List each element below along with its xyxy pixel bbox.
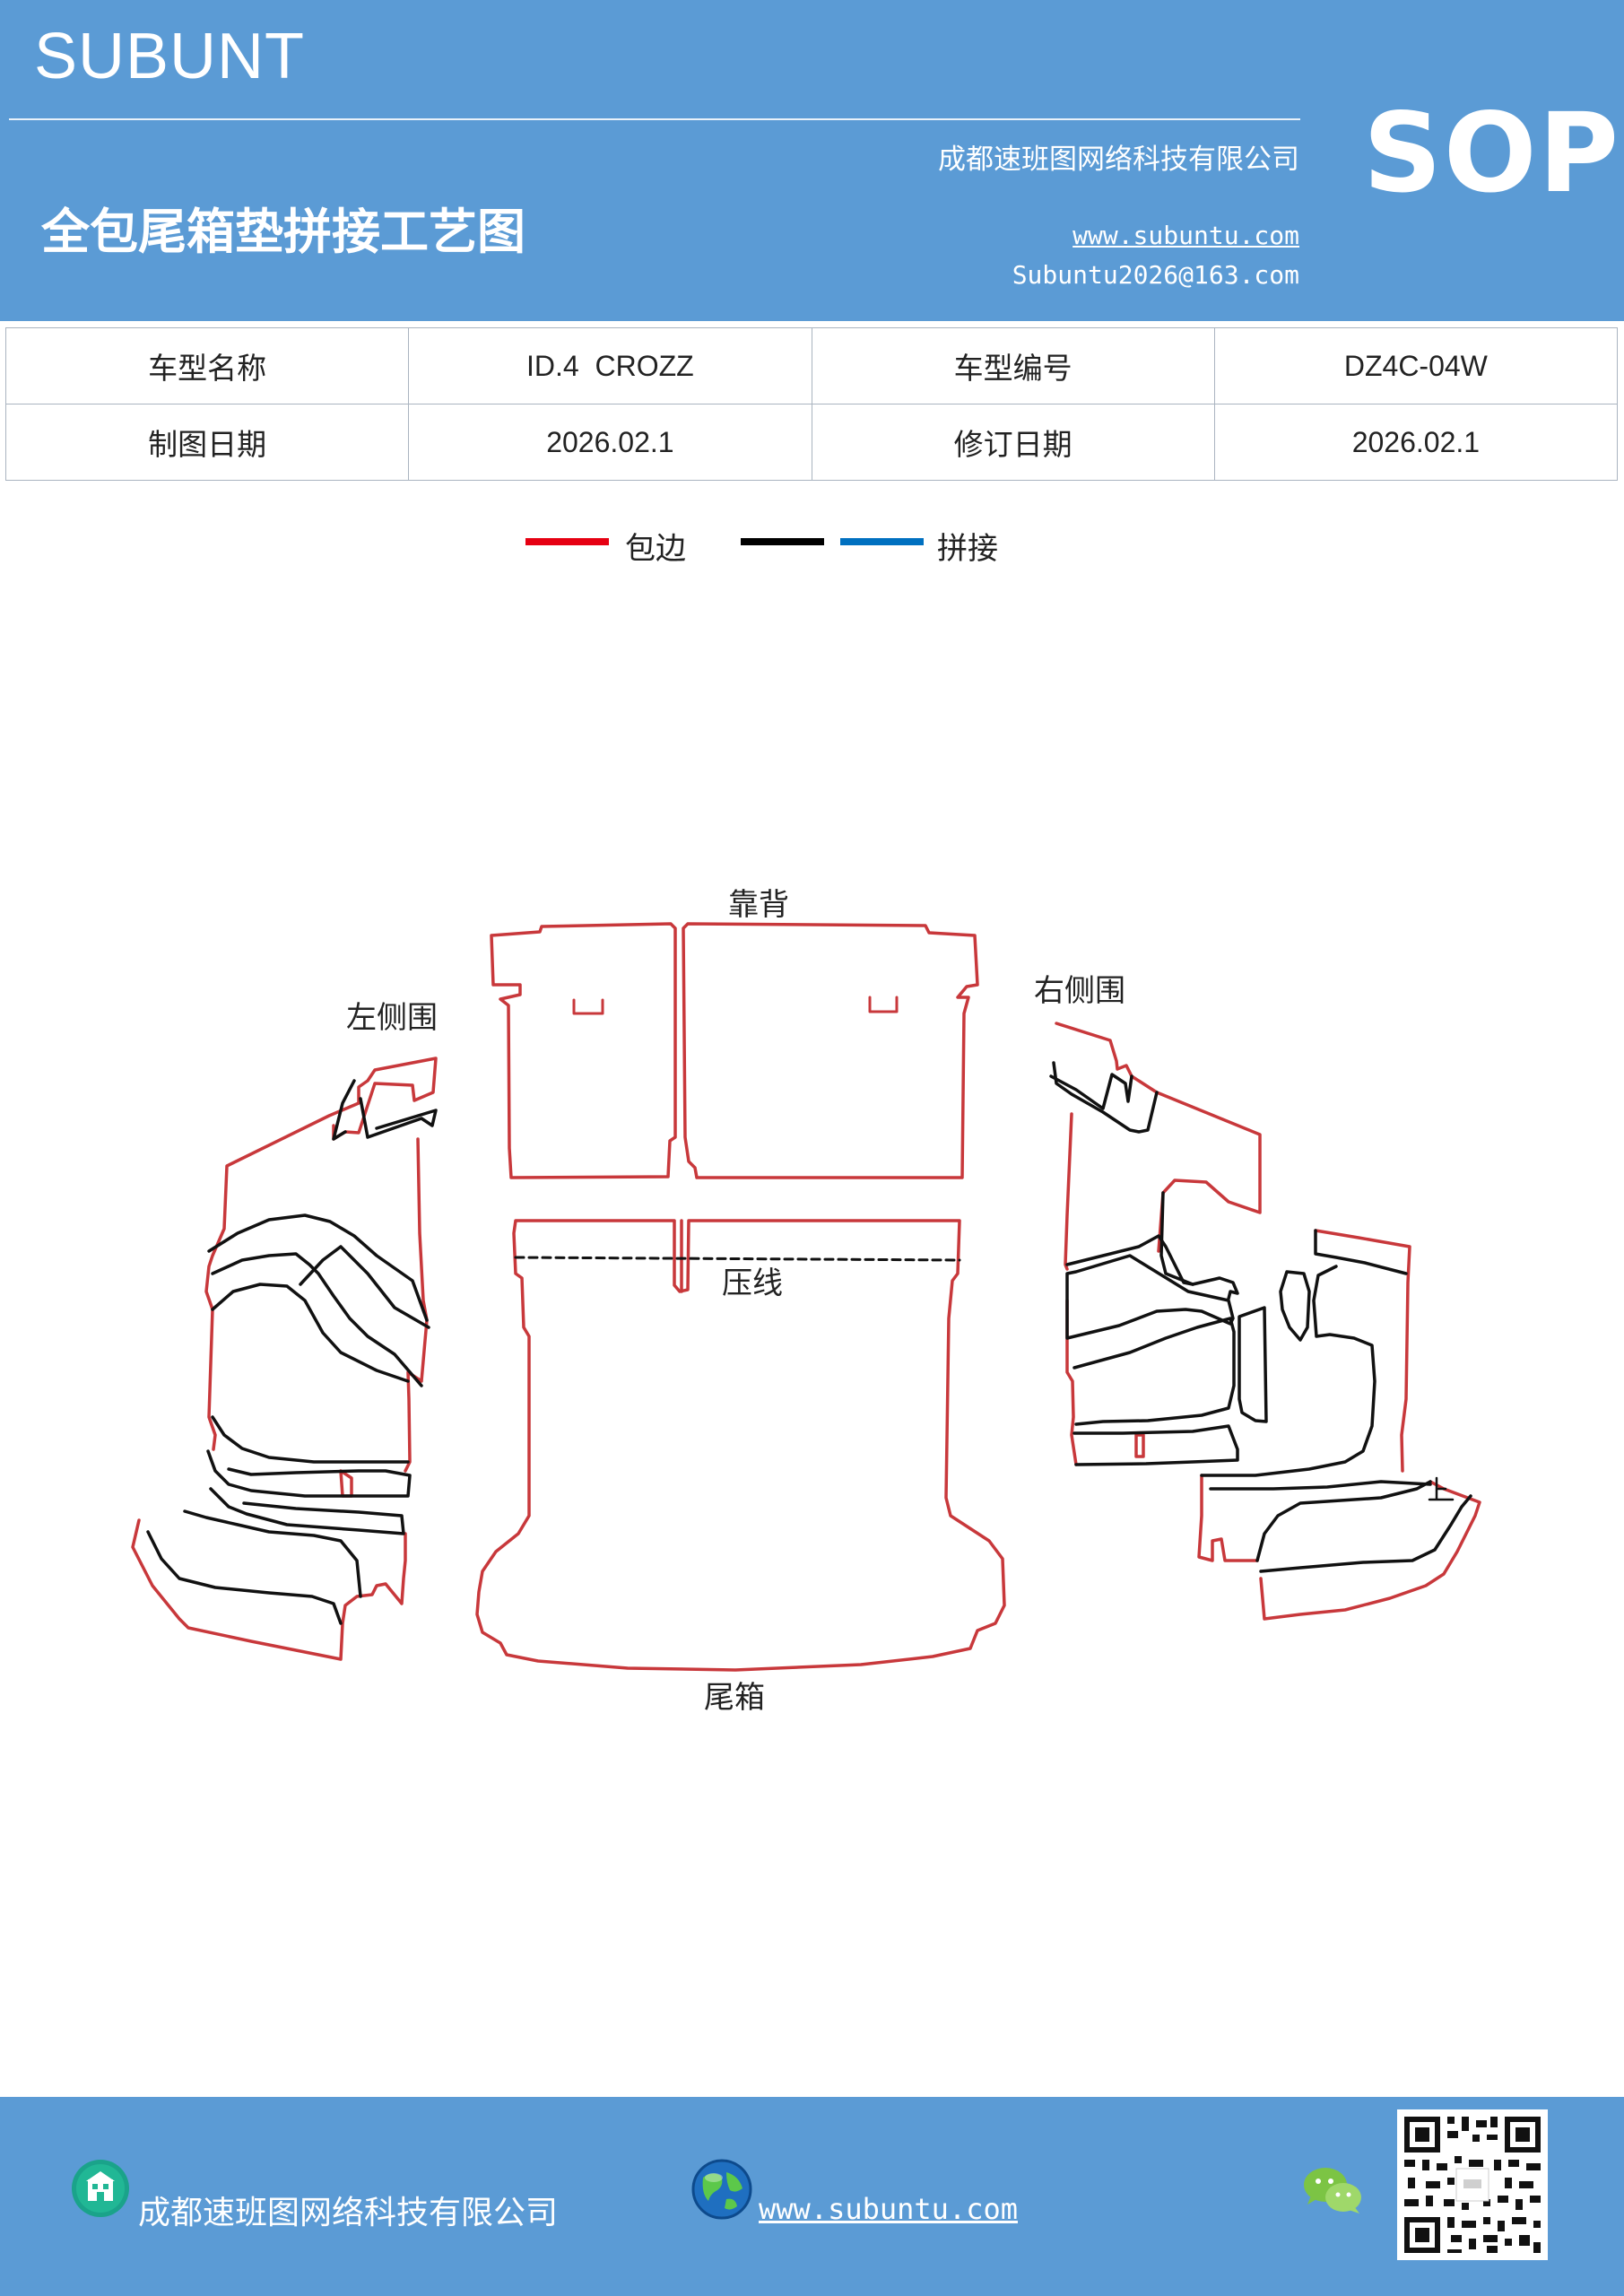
model-name-value: ID.4 CROZZ <box>408 327 812 404</box>
right-seam <box>1238 1306 1268 1423</box>
model-code-value: DZ4C-04W <box>1213 327 1619 404</box>
right-side-outer-edge <box>1055 1022 1262 1253</box>
right-side-outer-edge <box>1064 1112 1073 1271</box>
company-name: 成都速班图网络科技有限公司 <box>938 144 1299 176</box>
left-seam <box>207 1213 429 1322</box>
crease-label: 压线 <box>722 1265 783 1301</box>
trunk-floor <box>475 1219 1006 1672</box>
left-seam <box>299 1245 430 1329</box>
right-seam <box>1073 1317 1236 1426</box>
left-seam <box>146 1530 343 1625</box>
wechat-icon[interactable] <box>1302 2163 1365 2217</box>
sop-badge: SOP <box>1363 90 1620 217</box>
left-seam <box>206 1449 412 1498</box>
legend-splice-label: 拼接 <box>937 531 998 567</box>
right-side-outer-edge <box>1065 1299 1078 1466</box>
vehicle-info-table: 车型名称 ID.4 CROZZ 车型编号 DZ4C-04W 制图日期 2026.… <box>4 327 1619 481</box>
website-link[interactable]: www.subuntu.com <box>1073 221 1299 250</box>
right-seam <box>1279 1270 1311 1342</box>
left-seam <box>332 1079 356 1141</box>
left-seam <box>211 1415 410 1464</box>
document-title: 全包尾箱垫拼接工艺图 <box>41 204 525 260</box>
left-seam <box>359 1097 438 1139</box>
brand-logo-text: SUBUNT <box>34 21 306 92</box>
up-arrow-mark <box>1428 1476 1455 1501</box>
trunk-label: 尾箱 <box>704 1680 765 1716</box>
right-seam <box>1259 1494 1472 1573</box>
right-side-label: 右侧围 <box>1034 973 1125 1009</box>
header-divider <box>9 118 1300 120</box>
right-seam <box>1073 1424 1239 1466</box>
left-side-label: 左侧围 <box>346 1000 438 1036</box>
right-seam <box>1314 1229 1408 1275</box>
building-icon <box>72 2160 129 2217</box>
draw-date-label: 制图日期 <box>4 404 410 481</box>
left-side-outer-edge <box>204 1057 438 1451</box>
right-seam <box>1065 1234 1194 1286</box>
right-seam <box>1209 1480 1432 1491</box>
backrest-label: 靠背 <box>728 887 789 923</box>
model-name-label: 车型名称 <box>4 327 410 404</box>
legend-edge-label: 包边 <box>625 531 686 567</box>
crease-line <box>514 1256 961 1262</box>
footer-website-link[interactable]: www.subuntu.com <box>759 2192 1018 2226</box>
right-seam <box>1052 1061 1159 1134</box>
left-seam <box>211 1283 410 1383</box>
right-seam <box>1049 1073 1133 1110</box>
left-side-outer-edge <box>404 1137 429 1473</box>
header-banner <box>0 0 1624 321</box>
backrest-left-panel <box>490 922 677 1179</box>
right-seam <box>1200 1265 1376 1477</box>
right-side-outer-edge <box>1259 1480 1481 1621</box>
legend-edge-swatch <box>525 538 609 545</box>
right-side-outer-edge <box>1197 1474 1259 1562</box>
left-seam <box>209 1487 405 1535</box>
globe-icon <box>691 2159 752 2220</box>
table-row: 制图日期 2026.02.1 修订日期 2026.02.1 <box>4 404 1619 481</box>
right-side-outer-edge <box>1134 1433 1145 1458</box>
right-seam <box>1159 1191 1239 1300</box>
revise-date-label: 修订日期 <box>811 404 1215 481</box>
footer-company-name: 成都速班图网络科技有限公司 <box>138 2195 559 2231</box>
right-side-outer-edge <box>1314 1229 1411 1473</box>
revise-date-value: 2026.02.1 <box>1213 404 1619 481</box>
left-side-lower-edge <box>339 1469 353 1498</box>
left-side-lower-edge <box>131 1518 407 1661</box>
qr-code-icon[interactable] <box>1397 2109 1548 2260</box>
backrest-left-tab <box>572 998 604 1015</box>
right-seam <box>1255 1480 1432 1562</box>
left-seam <box>183 1509 362 1598</box>
draw-date-value: 2026.02.1 <box>408 404 812 481</box>
backrest-right-tab <box>868 996 899 1013</box>
backrest-right-panel <box>682 922 979 1179</box>
legend: 包边 拼接 <box>0 520 1624 574</box>
table-row: 车型名称 ID.4 CROZZ 车型编号 DZ4C-04W <box>4 327 1619 404</box>
model-code-label: 车型编号 <box>811 327 1215 404</box>
legend-black-swatch <box>741 538 824 545</box>
splice-diagram: 靠背 左侧围 右侧围 压线 尾箱 上 <box>131 887 1481 1716</box>
left-seam <box>211 1252 423 1387</box>
email-address[interactable]: Subuntu2026@163.com <box>1012 260 1299 290</box>
legend-splice-swatch <box>840 538 924 545</box>
